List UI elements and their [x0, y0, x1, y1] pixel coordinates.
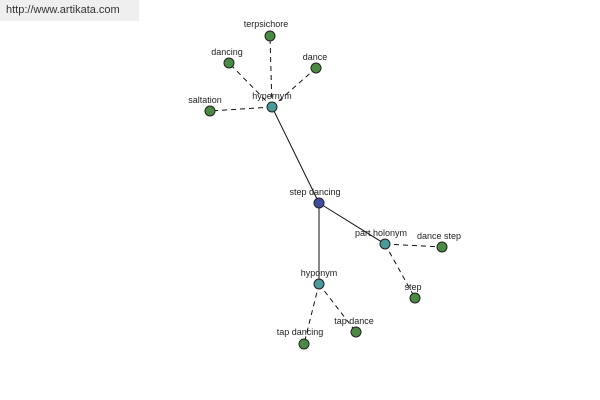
node-dance-step[interactable]: [436, 241, 448, 253]
label-dance-step: dance step: [417, 231, 461, 241]
edge-holonym-step: [384, 243, 416, 299]
label-step-dancing: step dancing: [289, 187, 340, 197]
node-terpsichore[interactable]: [264, 30, 276, 42]
node-dancing[interactable]: [223, 57, 235, 69]
node-hypernym[interactable]: [266, 101, 278, 113]
label-hyponym: hyponym: [301, 268, 338, 278]
node-dance[interactable]: [310, 62, 322, 74]
edge-center-hypernym: [271, 106, 320, 204]
node-saltation[interactable]: [204, 105, 216, 117]
label-tap-dance: tap dance: [334, 316, 374, 326]
node-step-dancing[interactable]: [313, 197, 325, 209]
label-saltation: saltation: [188, 95, 222, 105]
edge-center-part-holonym: [318, 202, 386, 245]
node-hyponym[interactable]: [313, 278, 325, 290]
edge-hyponym-tap-dance: [318, 283, 357, 333]
node-step[interactable]: [409, 292, 421, 304]
edge-hypernym-terpsichore: [269, 35, 273, 108]
node-tap-dance[interactable]: [350, 326, 362, 338]
label-dancing: dancing: [211, 47, 243, 57]
edge-holonym-dance-step: [384, 243, 443, 248]
edge-hypernym-dancing: [228, 62, 273, 108]
label-step: step: [404, 282, 421, 292]
label-tap-dancing: tap dancing: [277, 327, 324, 337]
site-url-banner[interactable]: http://www.artikata.com: [0, 0, 139, 21]
edge-hypernym-dance: [271, 67, 317, 108]
edge-hypernym-saltation: [209, 106, 273, 112]
edge-hyponym-tap-dancing: [303, 283, 320, 345]
label-dance: dance: [303, 52, 328, 62]
node-part-holonym[interactable]: [379, 238, 391, 250]
label-terpsichore: terpsichore: [244, 19, 289, 29]
node-tap-dancing[interactable]: [298, 338, 310, 350]
label-part-holonym: part holonym: [355, 228, 407, 238]
label-hypernym: hypernym: [252, 91, 292, 101]
